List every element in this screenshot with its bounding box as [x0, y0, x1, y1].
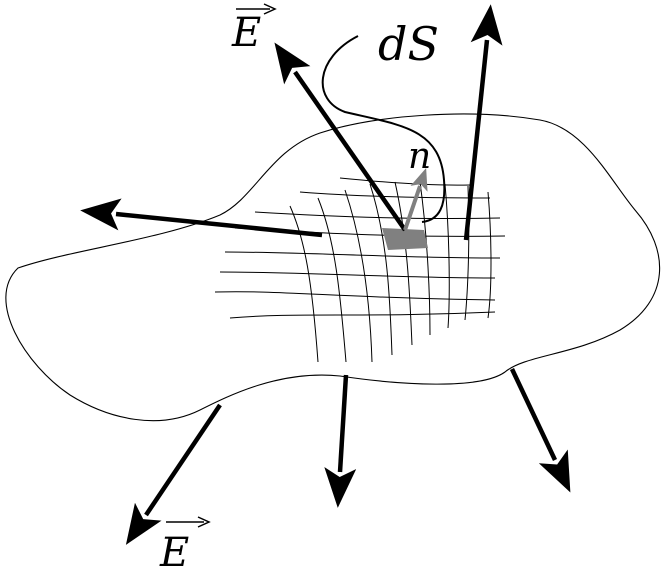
label-ds: dS	[378, 17, 439, 71]
surface-element-patch	[382, 228, 428, 250]
field-arrow-lower-left	[125, 403, 222, 545]
ds-leader-curve	[321, 35, 446, 223]
vector-tip-e-bottom	[197, 516, 211, 528]
field-arrow-upper-left	[274, 42, 407, 232]
normal-vector-arrow	[403, 168, 428, 231]
surface-outline	[5, 113, 661, 422]
label-n: n	[408, 136, 431, 177]
vector-tip-e-top	[263, 3, 277, 15]
field-arrow-down	[324, 374, 357, 508]
field-arrow-left	[80, 198, 323, 238]
surface-mesh	[214, 177, 506, 363]
label-e-bottom: E	[159, 530, 189, 570]
field-arrow-lower-right	[509, 368, 571, 493]
field-arrow-upward	[463, 4, 503, 241]
field-vectors	[80, 4, 571, 545]
label-e-top: E	[231, 10, 261, 56]
